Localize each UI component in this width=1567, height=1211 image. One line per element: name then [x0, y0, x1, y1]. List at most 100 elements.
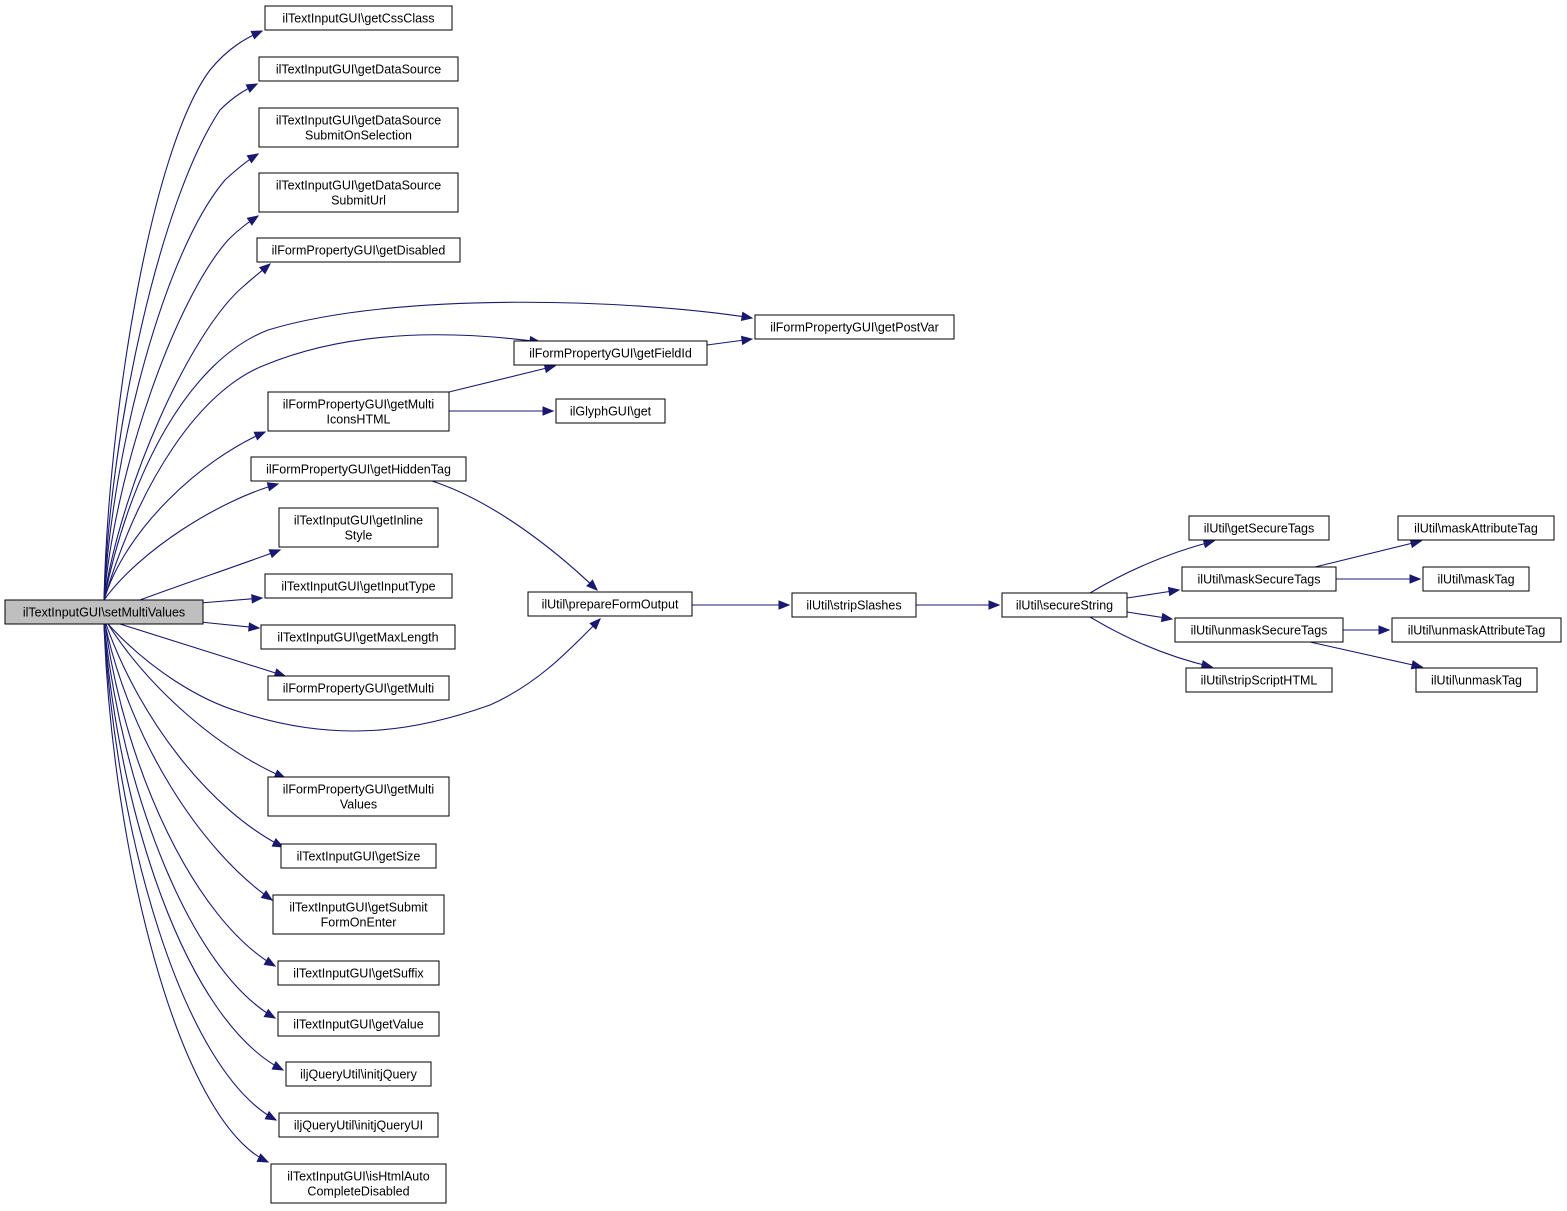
edge-getMultiIconsHTML-to-glyphGet	[449, 406, 555, 416]
node-box	[1185, 667, 1333, 693]
edge-line	[103, 483, 279, 601]
node-box	[264, 5, 453, 31]
arrowhead-icon	[260, 890, 274, 901]
node-box	[4, 599, 204, 625]
edge-getHiddenTag-to-prepareFormOutput	[431, 480, 598, 591]
node-getSize[interactable]: ilTextInputGUI\getSize	[280, 843, 437, 869]
node-box	[277, 960, 440, 986]
edge-line	[1089, 616, 1213, 668]
edge-line	[107, 618, 601, 732]
edge-setMultiValues-to-prepareFormOutput	[107, 618, 601, 732]
node-getDisabled[interactable]: ilFormPropertyGUI\getDisabled	[256, 237, 461, 263]
arrowhead-icon	[256, 1153, 270, 1163]
node-getDataSourceSubmitOnSelection[interactable]: ilTextInputGUI\getDataSourceSubmitOnSele…	[258, 107, 459, 148]
node-label: ilUtil\maskSecureTags	[1198, 573, 1321, 587]
node-label: CompleteDisabled	[307, 1185, 409, 1199]
arrowhead-icon	[271, 838, 285, 848]
node-label: ilFormPropertyGUI\getMulti	[283, 783, 434, 797]
arrowhead-icon	[263, 1008, 277, 1019]
edge-line	[103, 623, 277, 1121]
node-isHtmlAutoCompleteDisabled[interactable]: ilTextInputGUI\isHtmlAutoCompleteDisable…	[270, 1163, 447, 1204]
edge-getMultiIconsHTML-to-getFieldId	[448, 363, 557, 393]
edge-line	[1089, 540, 1215, 594]
node-maskSecureTags[interactable]: ilUtil\maskSecureTags	[1181, 566, 1337, 592]
node-label: FormOnEnter	[321, 916, 397, 930]
edge-setMultiValues-to-getMaxLength	[199, 621, 261, 632]
edge-line	[431, 480, 598, 591]
node-box	[1391, 617, 1562, 643]
node-getInputType[interactable]: ilTextInputGUI\getInputType	[264, 573, 453, 599]
edge-line	[103, 623, 269, 1163]
node-unmaskSecureTags[interactable]: ilUtil\unmaskSecureTags	[1174, 617, 1344, 643]
node-label: ilTextInputGUI\getDataSource	[276, 63, 441, 77]
node-box	[754, 314, 955, 340]
arrowhead-icon	[258, 263, 272, 275]
arrowhead-icon	[988, 600, 1001, 610]
call-edges	[103, 30, 1424, 1163]
node-box	[555, 398, 666, 424]
node-label: ilFormPropertyGUI\getDisabled	[272, 244, 446, 258]
node-label: ilTextInputGUI\setMultiValues	[23, 606, 185, 620]
arrowhead-icon	[248, 622, 261, 632]
edge-setMultiValues-to-getMultiValues	[107, 623, 287, 779]
node-getDataSource[interactable]: ilTextInputGUI\getDataSource	[258, 56, 459, 82]
node-label: ilTextInputGUI\getSubmit	[289, 901, 428, 915]
edge-line	[104, 623, 276, 967]
node-getValue[interactable]: ilTextInputGUI\getValue	[277, 1011, 440, 1037]
edge-setMultiValues-to-getInlineStyle	[139, 549, 282, 601]
node-getSecureTags[interactable]: ilUtil\getSecureTags	[1188, 515, 1330, 541]
node-box	[1415, 667, 1538, 693]
node-getPostVar[interactable]: ilFormPropertyGUI\getPostVar	[754, 314, 955, 340]
node-box	[527, 591, 693, 617]
node-getMaxLength[interactable]: ilTextInputGUI\getMaxLength	[260, 624, 456, 650]
edge-line	[103, 623, 276, 1019]
edge-line	[103, 431, 266, 601]
edge-setMultiValues-to-getInputType	[199, 594, 264, 604]
node-prepareFormOutput[interactable]: ilUtil\prepareFormOutput	[527, 591, 693, 617]
edge-line	[103, 623, 284, 1071]
arrowhead-icon	[1167, 586, 1181, 597]
node-getHiddenTag[interactable]: ilFormPropertyGUI\getHiddenTag	[250, 456, 467, 482]
node-initjQuery[interactable]: iljQueryUtil\initjQuery	[285, 1061, 432, 1087]
edge-line	[448, 365, 556, 393]
edge-setMultiValues-to-getValue	[103, 623, 277, 1019]
node-maskAttributeTag[interactable]: ilUtil\maskAttributeTag	[1397, 515, 1555, 541]
node-label: iljQueryUtil\initjQueryUI	[294, 1119, 423, 1133]
node-label: ilTextInputGUI\getSuffix	[293, 967, 424, 981]
node-getMulti[interactable]: ilFormPropertyGUI\getMulti	[267, 675, 450, 701]
node-stripScriptHTML[interactable]: ilUtil\stripScriptHTML	[1185, 667, 1333, 693]
node-label: ilUtil\secureString	[1016, 599, 1113, 613]
edge-line	[104, 623, 273, 901]
node-maskTag[interactable]: ilUtil\maskTag	[1422, 566, 1530, 592]
edge-line	[1309, 641, 1423, 668]
arrowhead-icon	[586, 579, 598, 591]
node-getCssClass[interactable]: ilTextInputGUI\getCssClass	[264, 5, 453, 31]
arrowhead-icon	[542, 406, 555, 416]
arrowhead-icon	[263, 956, 277, 967]
node-secureString[interactable]: ilUtil\secureString	[1001, 592, 1128, 618]
edge-setMultiValues-to-getMulti	[119, 623, 287, 678]
node-getFieldId[interactable]: ilFormPropertyGUI\getFieldId	[513, 340, 708, 366]
node-initjQueryUI[interactable]: iljQueryUtil\initjQueryUI	[278, 1112, 439, 1138]
node-box	[791, 592, 917, 618]
node-unmaskAttributeTag[interactable]: ilUtil\unmaskAttributeTag	[1391, 617, 1562, 643]
node-stripSlashes[interactable]: ilUtil\stripSlashes	[791, 592, 917, 618]
arrowhead-icon	[1160, 612, 1174, 623]
arrowhead-icon	[543, 363, 557, 374]
edge-line	[103, 301, 753, 601]
node-box	[250, 456, 467, 482]
node-label: ilUtil\unmaskTag	[1431, 674, 1522, 688]
node-unmaskTag[interactable]: ilUtil\unmaskTag	[1415, 667, 1538, 693]
edge-unmaskSecureTags-to-unmaskAttributeTag	[1343, 625, 1391, 635]
node-getSuffix[interactable]: ilTextInputGUI\getSuffix	[277, 960, 440, 986]
edge-line	[1314, 540, 1422, 568]
node-label: SubmitOnSelection	[305, 129, 412, 143]
node-box	[285, 1061, 432, 1087]
node-glyphGet[interactable]: ilGlyphGUI\get	[555, 398, 666, 424]
node-setMultiValues[interactable]: ilTextInputGUI\setMultiValues	[4, 599, 204, 625]
